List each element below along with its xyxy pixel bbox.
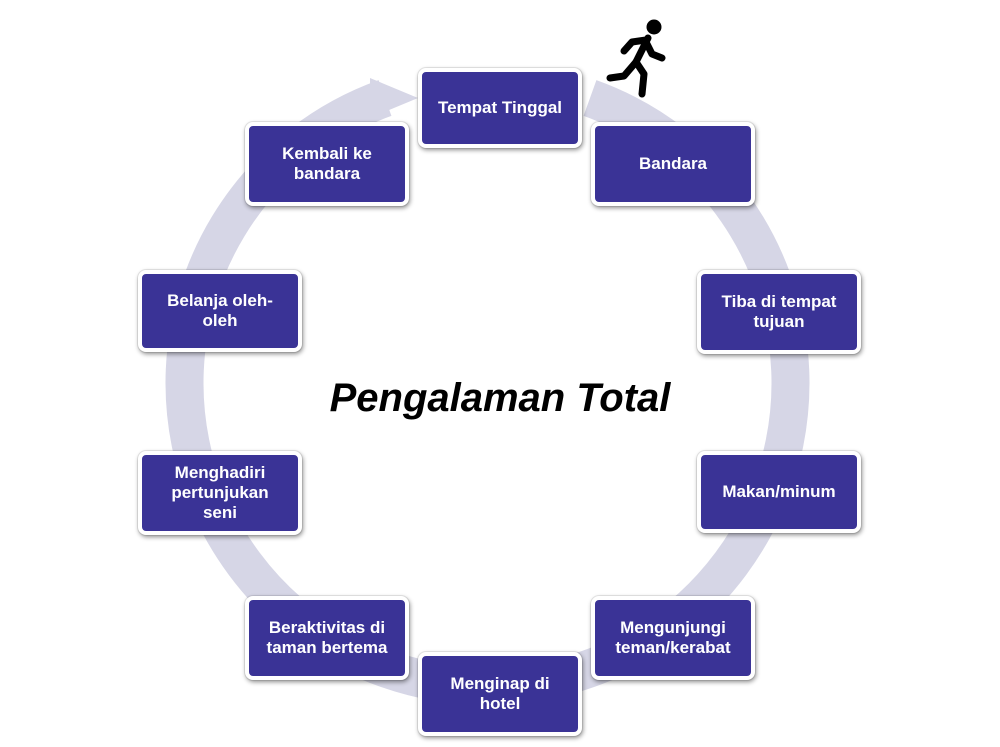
step-belanja-oleh-oleh: Belanja oleh- oleh bbox=[138, 270, 302, 352]
step-label: Mengunjungi teman/kerabat bbox=[615, 618, 731, 657]
step-menginap-di-hotel: Menginap di hotel bbox=[418, 652, 582, 736]
step-label: Menghadiri pertunjukan seni bbox=[171, 463, 269, 522]
step-tempat-tinggal: Tempat Tinggal bbox=[418, 68, 582, 148]
step-tiba-di-tempat-tujuan: Tiba di tempat tujuan bbox=[697, 270, 861, 354]
step-label: Kembali ke bandara bbox=[282, 144, 372, 183]
step-label: Beraktivitas di taman bertema bbox=[266, 618, 388, 657]
running-person-icon bbox=[606, 19, 666, 98]
step-label: Bandara bbox=[638, 154, 708, 173]
step-label: Tiba di tempat tujuan bbox=[721, 292, 837, 331]
step-kembali-ke-bandara: Kembali ke bandara bbox=[245, 122, 409, 206]
step-label: Belanja oleh- oleh bbox=[167, 291, 273, 330]
step-bandara: Bandara bbox=[591, 122, 755, 206]
center-title: Pengalaman Total bbox=[329, 376, 671, 420]
step-label: Tempat Tinggal bbox=[437, 98, 563, 117]
step-beraktivitas-di-taman-bertema: Beraktivitas di taman bertema bbox=[245, 596, 409, 680]
step-mengunjungi-teman-kerabat: Mengunjungi teman/kerabat bbox=[591, 596, 755, 680]
step-label: Menginap di hotel bbox=[450, 674, 550, 713]
step-menghadiri-pertunjukan-seni: Menghadiri pertunjukan seni bbox=[138, 451, 302, 535]
step-makan-minum: Makan/minum bbox=[697, 451, 861, 533]
step-label: Makan/minum bbox=[722, 482, 836, 501]
ring-arrowhead bbox=[370, 78, 418, 118]
